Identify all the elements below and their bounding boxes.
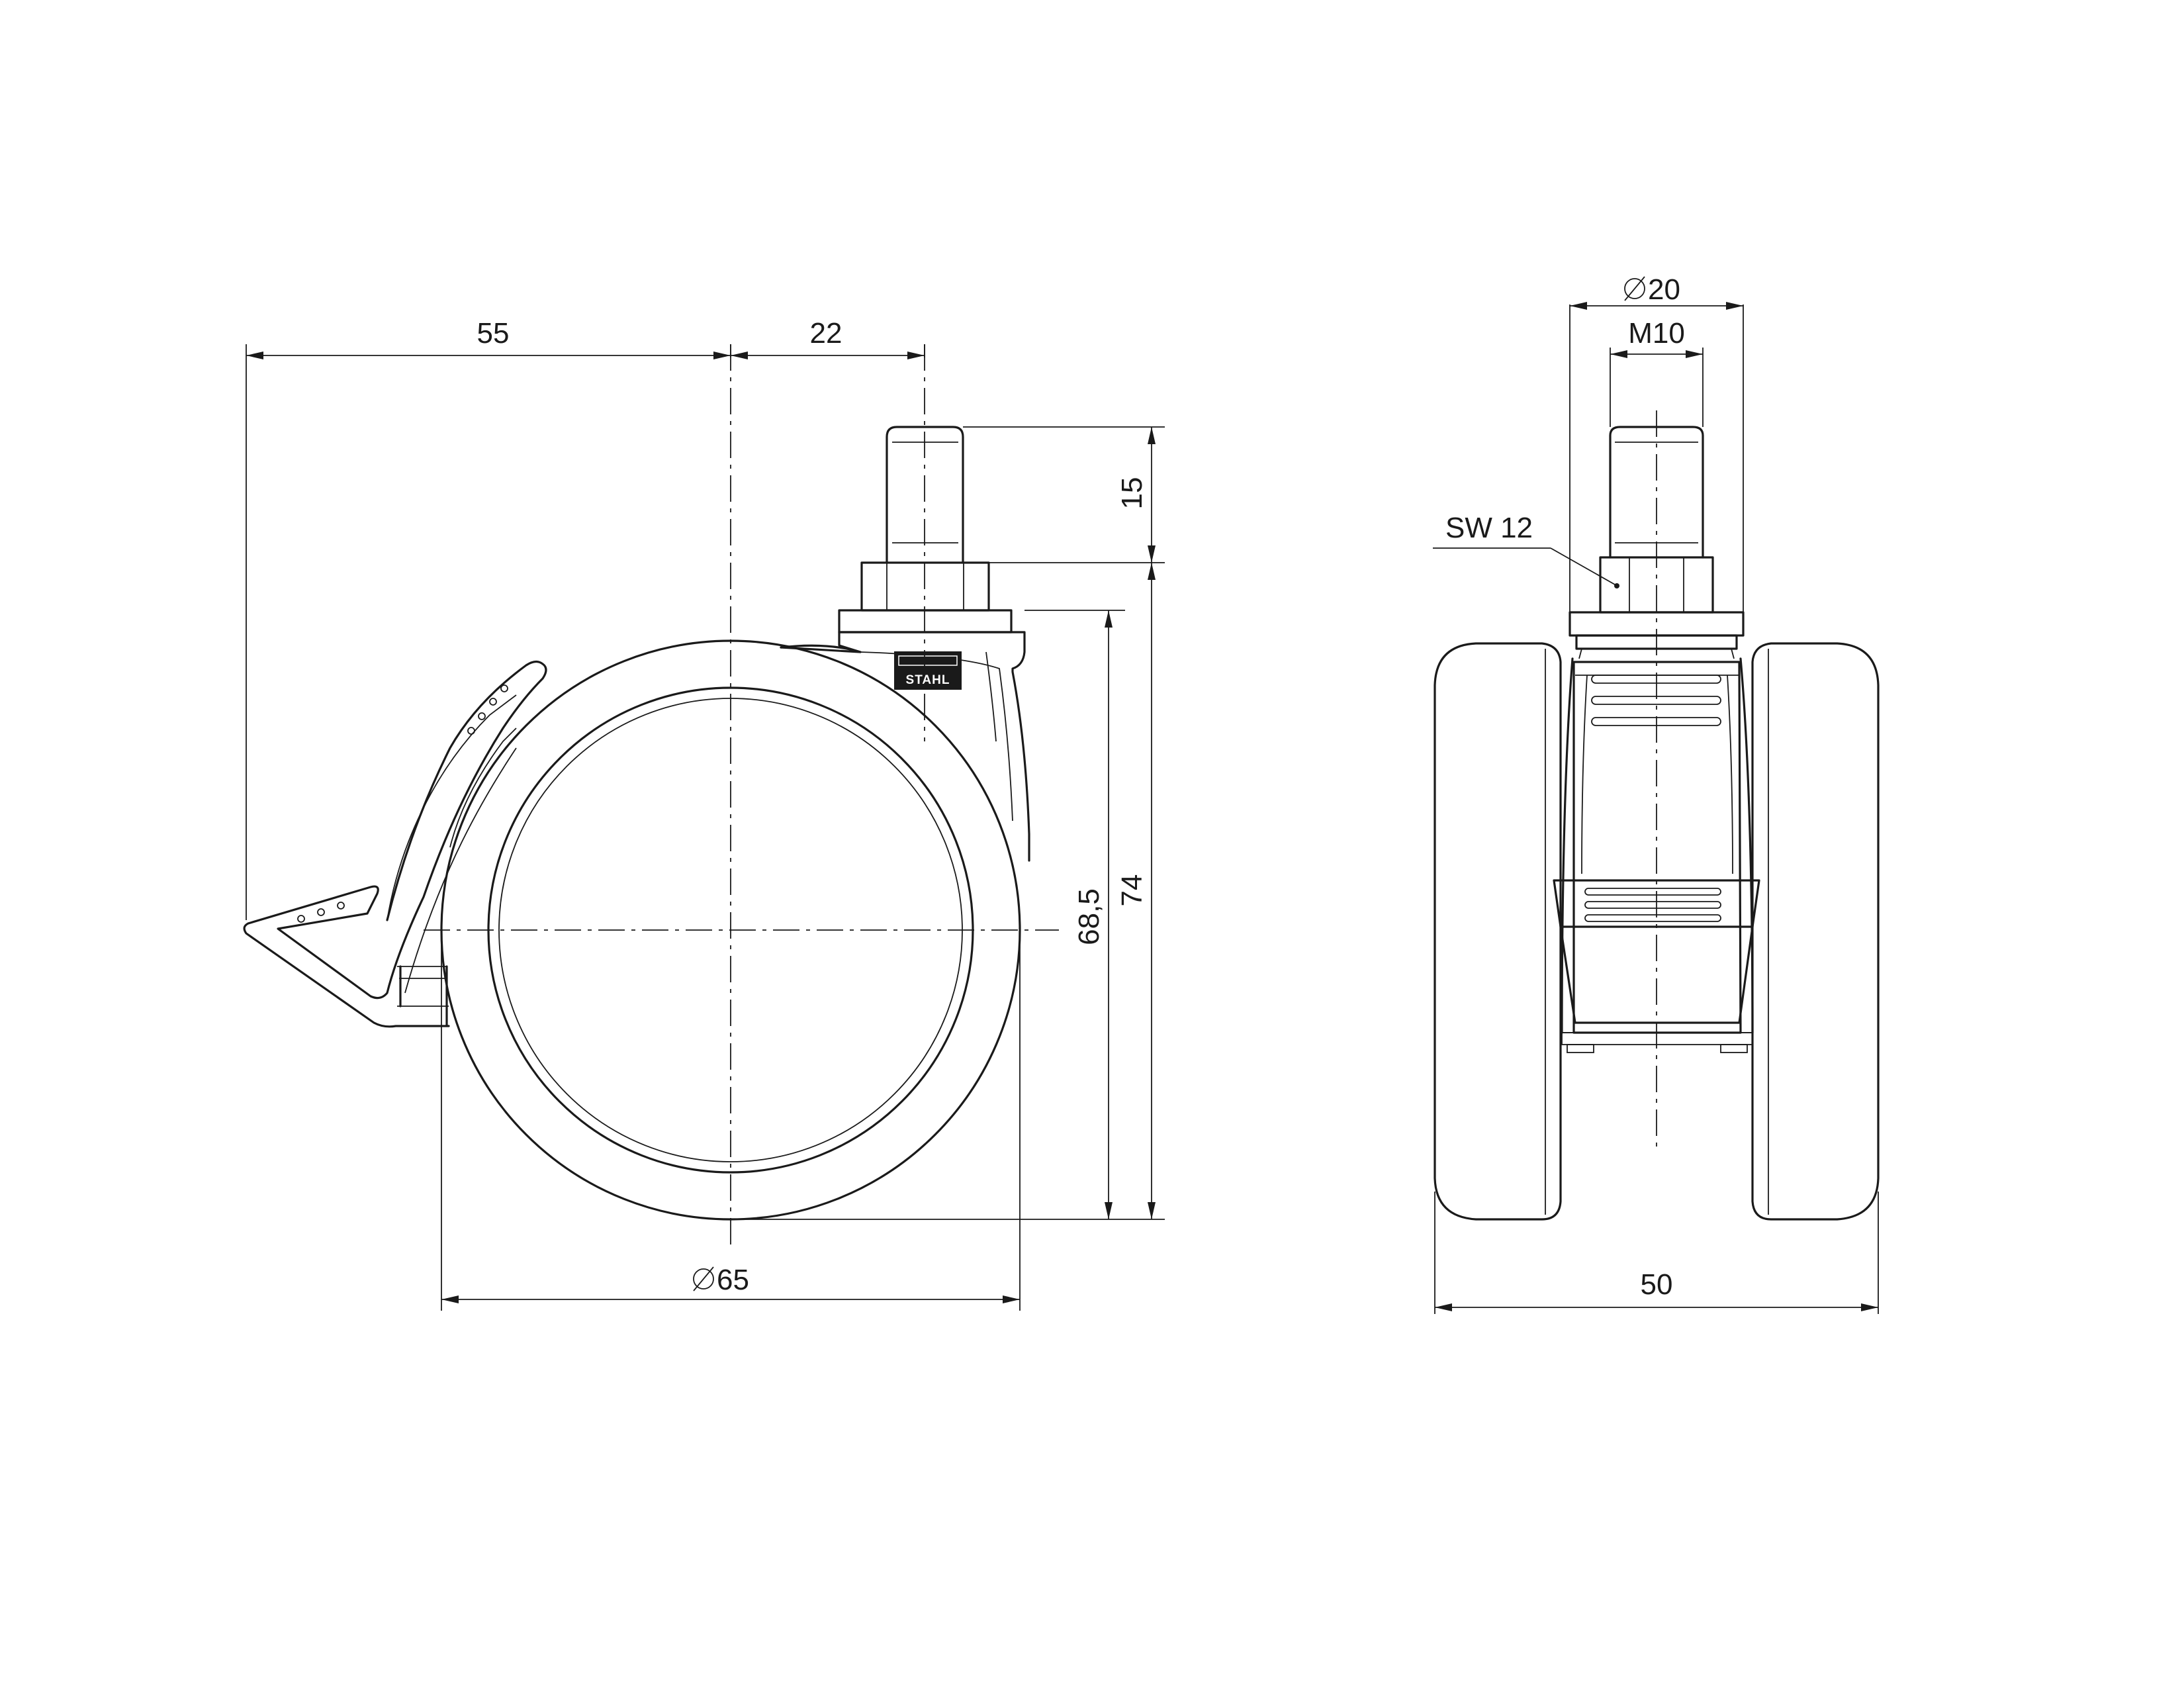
side-view: STAHL	[243, 317, 1165, 1311]
brake-lever	[243, 660, 547, 1028]
leader-wrench-size: SW 12	[1433, 512, 1619, 588]
dimension-housing-height: 68,5	[1073, 610, 1113, 1219]
diameter-symbol	[1624, 276, 1645, 301]
centerlines-side	[424, 344, 1059, 1251]
dim-label-m10: M10	[1628, 317, 1685, 350]
dimension-width: 50	[1435, 1268, 1878, 1311]
stem-side	[886, 426, 964, 564]
dimension-total-height: 74	[1116, 563, 1156, 1219]
extension-lines-front	[1434, 305, 1879, 1314]
diameter-symbol	[693, 1266, 714, 1291]
dim-label-74: 74	[1116, 874, 1148, 907]
dim-label-55: 55	[477, 317, 510, 350]
dim-label-65: 65	[717, 1264, 749, 1296]
logo-text: STAHL	[906, 673, 950, 687]
front-view: 20 M10 SW 12 50	[1433, 273, 1880, 1314]
dimension-wheel-diameter: 65	[441, 1264, 1020, 1303]
dim-label-68-5: 68,5	[1073, 888, 1105, 945]
dimension-stem-length: 15	[1116, 427, 1156, 563]
dimension-collar-diameter: 20	[1570, 273, 1743, 310]
logo-plate: STAHL	[894, 651, 962, 690]
dim-label-22: 22	[810, 317, 842, 350]
left-wheel-front	[1433, 642, 1562, 1221]
dim-label-sw12: SW 12	[1445, 512, 1533, 544]
dimension-thread: M10	[1610, 317, 1703, 358]
dim-label-15: 15	[1116, 477, 1148, 510]
dim-label-20: 20	[1648, 273, 1680, 306]
dimension-offset-stem: 22	[731, 317, 925, 359]
dim-label-50: 50	[1641, 1268, 1673, 1301]
right-wheel-front	[1751, 642, 1880, 1221]
extension-lines-side	[246, 344, 1165, 1311]
hex-nut-side	[838, 561, 1013, 633]
dimension-offset-brake: 55	[246, 317, 731, 359]
